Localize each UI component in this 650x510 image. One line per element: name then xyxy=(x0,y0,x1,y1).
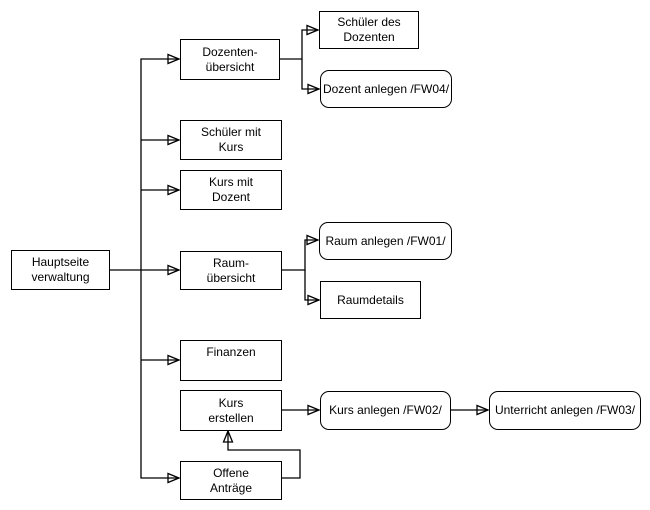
node-label: Raum anlegen /FW01/ xyxy=(325,233,446,248)
node-label: Dozent anlegen /FW04/ xyxy=(322,81,450,96)
edge-raum-to-raum-anlegen xyxy=(282,234,320,271)
node-label: Schüler mit xyxy=(200,125,262,139)
node-kurs-mit-dozent: Kurs mit Dozent xyxy=(180,170,282,210)
node-label: Kurs anlegen /FW02/ xyxy=(329,403,442,417)
node-label: erstellen xyxy=(208,410,254,425)
node-label: Kurs xyxy=(218,140,244,154)
node-label: Offene xyxy=(213,465,249,480)
node-kurs-anlegen-fw02: Kurs anlegen /FW02/ xyxy=(320,391,451,430)
node-label: Kurs xyxy=(218,395,244,410)
edge-trunk-to-dozenten-uebersicht xyxy=(140,53,181,270)
node-finanzen: Finanzen xyxy=(180,340,282,381)
node-dozenten-uebersicht: Dozenten- übersicht xyxy=(180,39,280,80)
node-label: Hauptseite xyxy=(31,255,90,269)
node-unterricht-anlegen-fw03: Unterricht anlegen /FW03/ xyxy=(489,391,641,430)
edge-trunk-to-offene-antraege xyxy=(140,270,181,484)
edge-dozenten-to-schueler-des-dozenten xyxy=(280,24,320,60)
node-label: Raumdetails xyxy=(337,292,404,307)
node-schueler-mit-kurs: Schüler mit Kurs xyxy=(180,120,282,160)
node-raumdetails: Raumdetails xyxy=(320,281,421,319)
node-label: übersicht xyxy=(205,59,255,74)
node-hauptseite-verwaltung: Hauptseite verwaltung xyxy=(11,250,110,290)
node-label: Raum- xyxy=(212,255,249,270)
node-offene-antraege: Offene Anträge xyxy=(180,461,282,500)
edge-dozenten-to-dozent-anlegen xyxy=(301,59,321,95)
node-label: Dozent xyxy=(211,190,251,204)
node-raum-anlegen-fw01: Raum anlegen /FW01/ xyxy=(319,222,452,260)
node-kurs-erstellen: Kurs erstellen xyxy=(180,390,282,431)
node-label: Dozenten- xyxy=(202,44,258,59)
node-label: Dozenten xyxy=(343,30,395,44)
node-schueler-des-dozenten: Schüler des Dozenten xyxy=(319,11,419,49)
node-label: Schüler des xyxy=(337,15,401,29)
node-label: Kurs mit xyxy=(208,175,253,189)
edge-raum-to-raumdetails xyxy=(304,270,321,306)
node-label: verwaltung xyxy=(31,270,90,284)
node-label: Anträge xyxy=(209,480,253,495)
node-label: übersicht xyxy=(206,270,256,285)
node-label: Unterricht anlegen /FW03/ xyxy=(494,403,636,417)
node-raum-uebersicht: Raum- übersicht xyxy=(180,251,282,290)
node-dozent-anlegen-fw04: Dozent anlegen /FW04/ xyxy=(320,70,452,108)
node-label: Finanzen xyxy=(206,345,256,359)
edge-offene-antraege-to-kurs-erstellen xyxy=(222,429,301,479)
